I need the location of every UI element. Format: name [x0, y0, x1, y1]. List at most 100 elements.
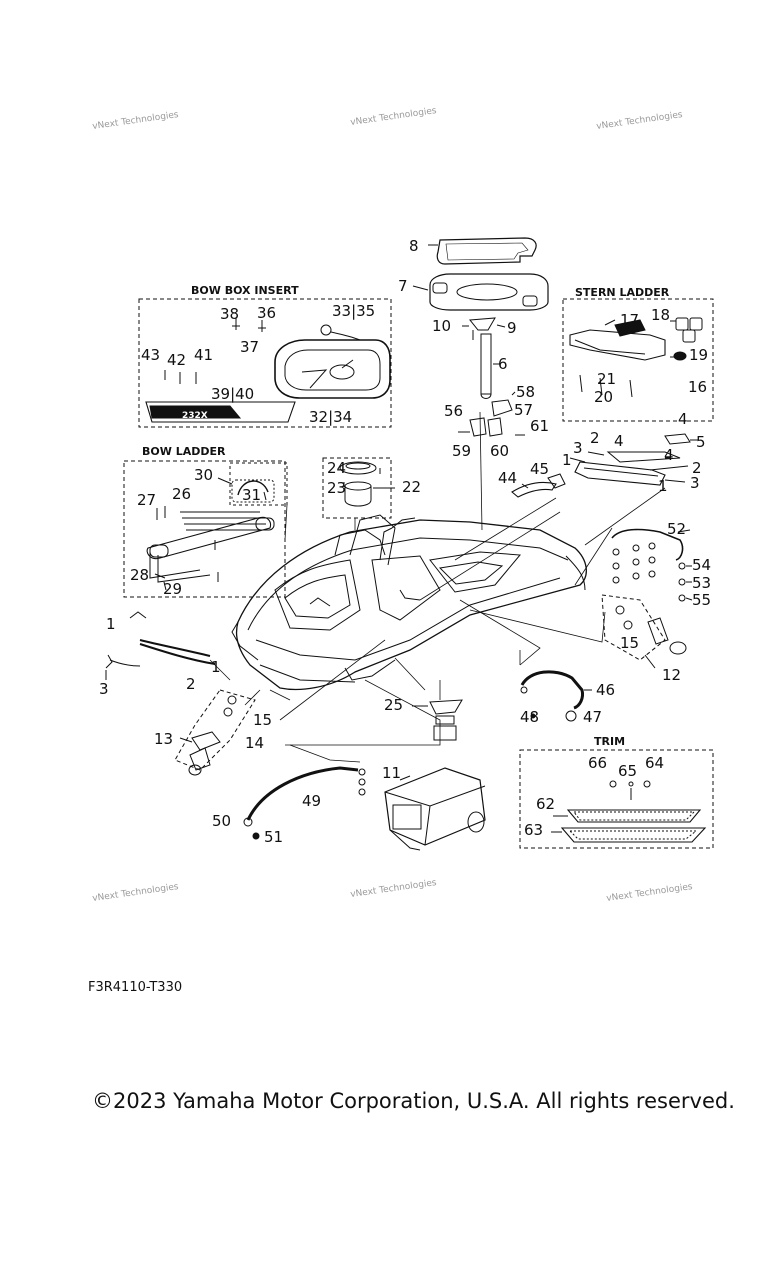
callout: 42 — [167, 351, 186, 369]
callout: 53 — [692, 574, 711, 592]
pop-up-cleat — [412, 699, 463, 741]
bow-ladder-box — [123, 460, 286, 598]
callout: 1 — [106, 615, 116, 633]
callout: 66 — [588, 754, 607, 772]
callout: 12 — [662, 666, 681, 684]
callout: 31 — [242, 486, 261, 504]
lower-grab-rail — [243, 766, 366, 840]
callout: 59 — [452, 442, 471, 460]
callout: 49 — [302, 792, 321, 810]
cooler — [384, 767, 486, 851]
callout: 55 — [692, 591, 711, 609]
callout: 33|35 — [332, 302, 375, 320]
seat-pedestal — [462, 317, 506, 399]
console-base — [412, 273, 549, 311]
callout: 56 — [444, 402, 463, 420]
callout: 4 — [614, 432, 624, 450]
callout: 1 — [562, 451, 572, 469]
callout: 9 — [507, 319, 517, 337]
callout: 1 — [658, 477, 668, 495]
callout: 11 — [382, 764, 401, 782]
callout: 65 — [618, 762, 637, 780]
diagram-code: F3R4110-T330 — [88, 980, 183, 995]
callout: 54 — [692, 556, 711, 574]
callout: 36 — [257, 304, 276, 322]
bow-tow-eye — [174, 689, 256, 776]
callout: 16 — [688, 378, 707, 396]
grab-rail-box — [229, 462, 288, 506]
callout: 21 — [597, 370, 616, 388]
callout: 44 — [498, 469, 517, 487]
callout: 51 — [264, 828, 283, 846]
callout: 6 — [498, 355, 508, 373]
bow-ladder-assembly — [146, 477, 275, 591]
callout: 46 — [596, 681, 615, 699]
stern-ladder-box — [562, 298, 714, 422]
callout: 64 — [645, 754, 664, 772]
callout: 37 — [240, 338, 259, 356]
stern-brackets — [569, 433, 698, 486]
callout: 22 — [402, 478, 421, 496]
callout: 23 — [327, 479, 346, 497]
heading-bow-ladder: BOW LADDER — [142, 445, 226, 458]
callout: 26 — [172, 485, 191, 503]
cup-holder — [339, 461, 395, 507]
callout: 7 — [398, 277, 408, 295]
heading-stern-ladder: STERN LADDER — [575, 286, 670, 299]
callout: 3 — [690, 474, 700, 492]
callout: 3 — [99, 680, 109, 698]
callout: 4 — [664, 446, 674, 464]
callout: 43 — [141, 346, 160, 364]
callout: 24 — [327, 459, 346, 477]
decal-text: 232X — [182, 411, 208, 421]
callout: 50 — [212, 812, 231, 830]
callout: 27 — [137, 491, 156, 509]
callout: 10 — [432, 317, 451, 335]
callout: 2 — [186, 675, 196, 693]
callout: 63 — [524, 821, 543, 839]
callout: 2 — [692, 459, 702, 477]
callout: 15 — [620, 634, 639, 652]
callout: 47 — [583, 708, 602, 726]
side-grab-rail — [520, 670, 592, 722]
callout: 38 — [220, 305, 239, 323]
callout: 20 — [594, 388, 613, 406]
callout: 2 — [590, 429, 600, 447]
callout: 52 — [667, 520, 686, 538]
copyright-notice: ©2023 Yamaha Motor Corporation, U.S.A. A… — [92, 1089, 735, 1113]
bow-box-decal — [145, 401, 296, 423]
callout: 60 — [490, 442, 509, 460]
callout: 4 — [678, 410, 688, 428]
callout: 8 — [409, 237, 419, 255]
bow-line-rope — [105, 611, 216, 680]
boat-hull — [231, 514, 587, 691]
callout: 1 — [211, 658, 221, 676]
rear-grab-rail — [611, 528, 693, 602]
callout: 15 — [253, 711, 272, 729]
bow-box-insert-box — [138, 298, 392, 428]
bow-box-insert — [164, 318, 391, 399]
callout: 45 — [530, 460, 549, 478]
callout: 61 — [530, 417, 549, 435]
trim-strips — [551, 780, 707, 843]
stern-ladder-assembly — [569, 317, 703, 398]
callout: 48 — [520, 708, 539, 726]
heading-bow-box-insert: BOW BOX INSERT — [191, 284, 299, 297]
callout: 62 — [536, 795, 555, 813]
callout: 25 — [384, 696, 403, 714]
callout: 3 — [573, 439, 583, 457]
callout: 57 — [514, 401, 533, 419]
console-mat — [428, 237, 537, 265]
callout: 28 — [130, 566, 149, 584]
callout: 30 — [194, 466, 213, 484]
callout: 32|34 — [309, 408, 352, 426]
callout: 41 — [194, 346, 213, 364]
trim-box — [519, 749, 714, 849]
callout: 17 — [620, 311, 639, 329]
callout: 39|40 — [211, 385, 254, 403]
callout: 19 — [689, 346, 708, 364]
callout: 14 — [245, 734, 264, 752]
rear-tow-eye — [601, 594, 687, 669]
callout: 29 — [163, 580, 182, 598]
